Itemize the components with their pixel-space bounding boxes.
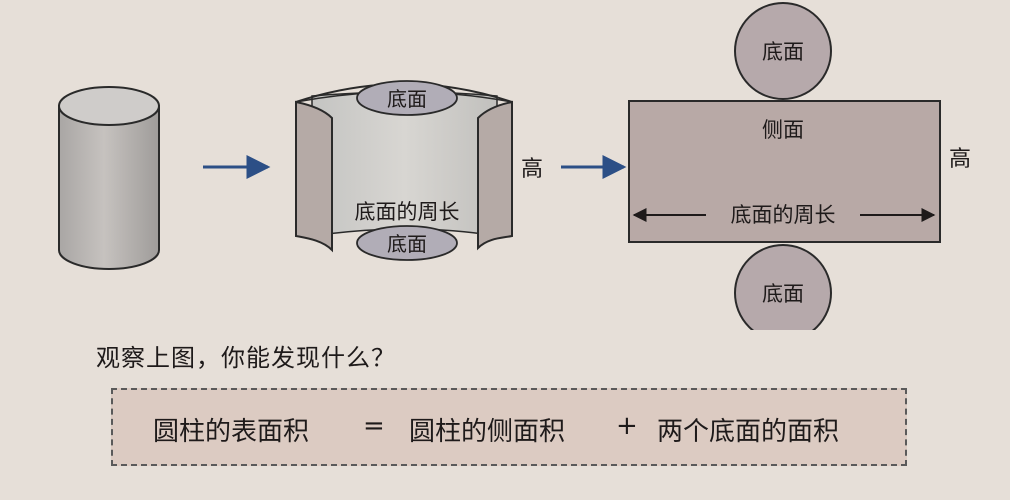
cylinder-net: 底面 侧面 底面的周长 高 底面 — [628, 2, 971, 342]
opening-cylinder: 底面 底面 底面的周长 高 — [295, 80, 543, 261]
height-label-net: 高 — [949, 147, 971, 172]
top-base-label: 底面 — [387, 87, 427, 111]
circumference-label-net: 底面的周长 — [731, 203, 836, 227]
bottom-base-label: 底面 — [387, 232, 427, 256]
net-bottom-base-label: 底面 — [762, 282, 804, 306]
formula-equals: = — [363, 411, 385, 441]
net-top-base-circle — [734, 2, 832, 100]
net-top-base-label: 底面 — [762, 40, 804, 64]
top-base-ellipse — [356, 80, 458, 116]
circumference-label-opening: 底面的周长 — [355, 200, 460, 224]
diagram-canvas: 底面 底面 底面的周长 高 底面 侧面 底面的周长 高 底面 — [58, 2, 971, 342]
formula-box: 圆柱的表面积 = 圆柱的侧面积 + 两个底面的面积 — [111, 388, 907, 466]
solid-cylinder — [58, 86, 160, 270]
lateral-label: 侧面 — [762, 118, 804, 142]
question-text: 观察上图，你能发现什么？ — [96, 344, 396, 372]
formula-plus: + — [616, 411, 638, 441]
formula-lateral-area: 圆柱的侧面积 — [409, 417, 566, 447]
lateral-rectangle — [628, 100, 941, 243]
height-label-opening: 高 — [521, 157, 543, 182]
formula-total-area: 圆柱的表面积 — [153, 417, 310, 447]
formula-bases-area: 两个底面的面积 — [657, 417, 840, 447]
bottom-base-ellipse — [356, 225, 458, 261]
